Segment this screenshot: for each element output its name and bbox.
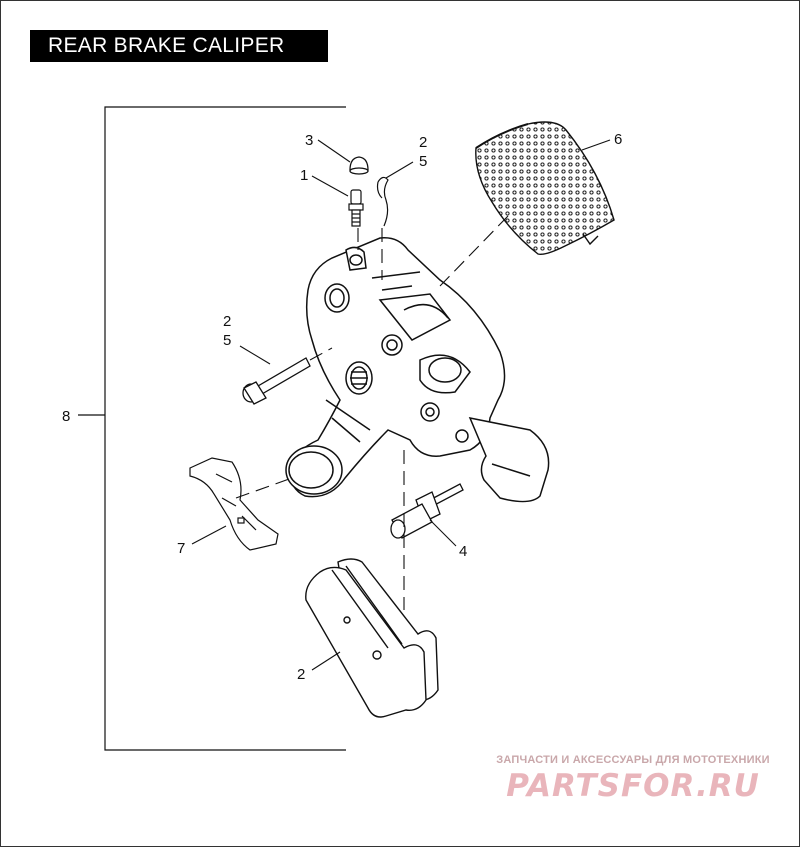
assembly-guide-lines xyxy=(235,215,509,610)
callout-6: 6 xyxy=(614,131,622,148)
pad-retaining-clip xyxy=(376,176,389,227)
callout-5-pin: 5 xyxy=(223,332,231,349)
bleeder-cap xyxy=(349,156,369,175)
leader-lines xyxy=(191,139,611,671)
callout-4: 4 xyxy=(459,543,467,560)
watermark-brand: PARTSFOR.RU xyxy=(506,768,760,804)
mounting-pin xyxy=(242,357,311,405)
assembly-bracket xyxy=(78,106,346,751)
caliper-cover xyxy=(475,121,615,256)
callout-3: 3 xyxy=(305,132,313,149)
brake-pads xyxy=(305,558,439,718)
watermark: ЗАПЧАСТИ И АКСЕССУАРЫ ДЛЯ МОТОТЕХНИКИ PA… xyxy=(478,754,788,804)
callout-5-top: 5 xyxy=(419,153,427,170)
anti-rattle-spring xyxy=(189,457,279,551)
callout-7: 7 xyxy=(177,540,185,557)
callout-2-pin: 2 xyxy=(223,313,231,330)
callout-1: 1 xyxy=(300,167,308,184)
callout-8: 8 xyxy=(62,408,70,425)
watermark-tagline: ЗАПЧАСТИ И АКСЕССУАРЫ ДЛЯ МОТОТЕХНИКИ xyxy=(496,754,770,766)
callout-2-top: 2 xyxy=(419,134,427,151)
caliper-pin xyxy=(390,483,464,539)
diagram-title: REAR BRAKE CALIPER xyxy=(30,30,328,62)
caliper-body xyxy=(285,237,550,503)
callout-2-pads: 2 xyxy=(297,666,305,683)
bleeder-valve xyxy=(348,189,364,227)
